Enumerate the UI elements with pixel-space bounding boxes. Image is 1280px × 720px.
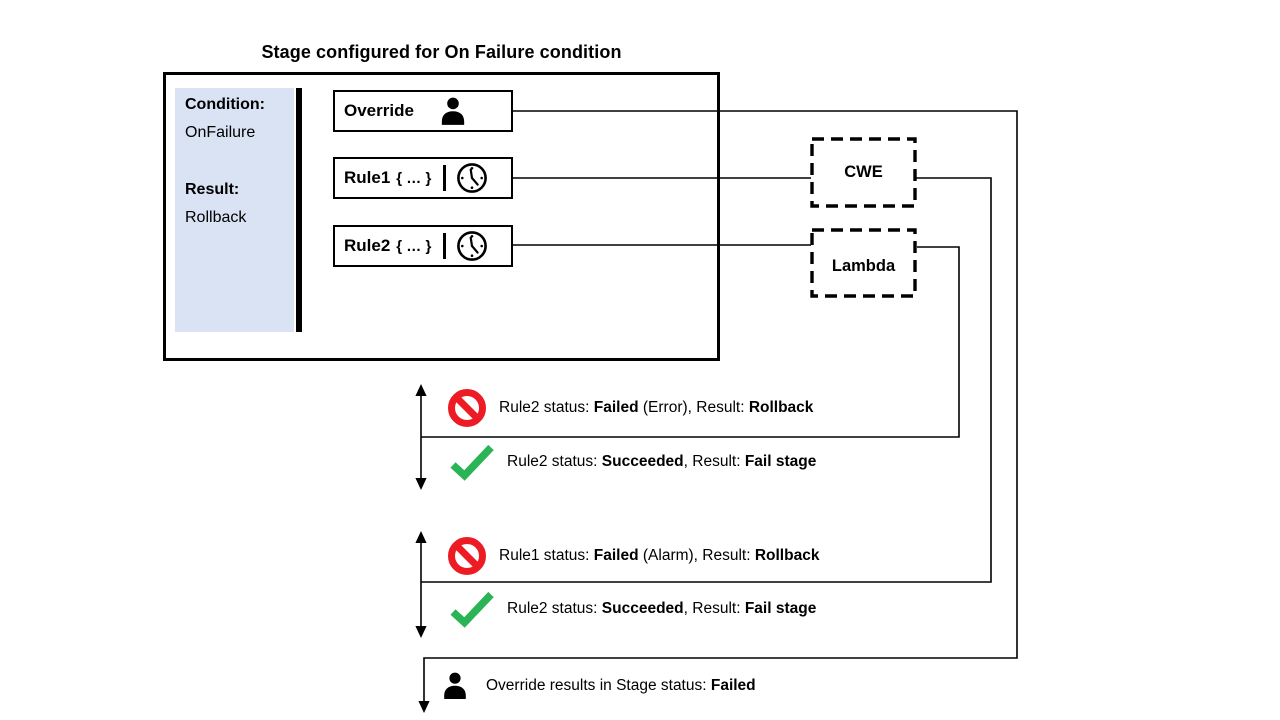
cwe-label: CWE	[844, 163, 883, 181]
separator-bar	[443, 233, 447, 259]
status-text: Rule1 status: Failed (Alarm), Result: Ro…	[499, 546, 820, 564]
status-row-rule2-succeeded-2: Rule2 status: Succeeded, Result: Fail st…	[449, 589, 816, 629]
check-icon	[449, 443, 495, 481]
override-label: Override	[344, 101, 414, 120]
status-row-rule2-failed: Rule2 status: Failed (Error), Result: Ro…	[447, 387, 813, 428]
status-text: Rule2 status: Succeeded, Result: Fail st…	[507, 600, 817, 617]
rule1-node: Rule1 { … }	[333, 157, 513, 199]
override-node: Override	[333, 90, 513, 132]
condition-value: OnFailure	[185, 124, 256, 141]
status-text: Rule2 status: Failed (Error), Result: Ro…	[499, 398, 814, 416]
no-entry-icon	[447, 536, 487, 576]
check-icon	[449, 590, 495, 628]
result-label: Result:	[185, 181, 240, 198]
arrowheads	[415, 384, 430, 713]
condition-panel: Condition: OnFailure Result: Rollback	[175, 88, 294, 332]
rule2-node: Rule2 { … }	[333, 225, 513, 267]
dashed-border	[810, 137, 917, 208]
stage-box	[163, 72, 720, 361]
separator-bar	[443, 165, 447, 191]
clock-icon	[455, 161, 489, 195]
lambda-label: Lambda	[831, 256, 896, 275]
diagram-title: Stage configured for On Failure conditio…	[261, 42, 622, 62]
lambda-node: Lambda	[810, 228, 917, 298]
no-entry-icon	[447, 388, 487, 428]
person-icon	[438, 96, 468, 127]
condition-label: Condition:	[185, 96, 265, 113]
rule2-braces: { … }	[396, 237, 432, 255]
status-text: Override results in Stage status: Failed	[486, 677, 756, 694]
clock-icon	[455, 229, 489, 263]
status-row-override-result: Override results in Stage status: Failed	[441, 668, 756, 704]
person-icon	[441, 670, 469, 702]
dashed-border	[810, 228, 917, 298]
panel-divider-bar	[296, 88, 302, 332]
cwe-node: CWE	[810, 137, 917, 208]
rule1-braces: { … }	[396, 169, 432, 187]
rule1-label: Rule1	[344, 168, 391, 187]
rule2-label: Rule2	[344, 236, 391, 255]
status-text: Rule2 status: Succeeded, Result: Fail st…	[507, 453, 817, 470]
status-row-rule1-failed: Rule1 status: Failed (Alarm), Result: Ro…	[447, 535, 819, 576]
result-value: Rollback	[185, 209, 247, 226]
status-row-rule2-succeeded: Rule2 status: Succeeded, Result: Fail st…	[449, 442, 816, 482]
